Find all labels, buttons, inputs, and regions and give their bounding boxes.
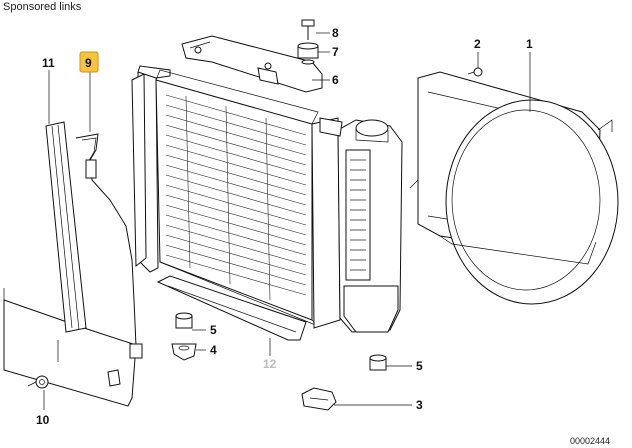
- callout-4[interactable]: 4: [210, 343, 217, 357]
- hose-line: [75, 133, 137, 347]
- radiator-core: [165, 94, 307, 301]
- rubber-buffer: [175, 312, 193, 329]
- clamp-part: [171, 343, 197, 361]
- mounting-bracket: [181, 35, 323, 93]
- leader-lines: [43, 32, 531, 410]
- fan-shroud: [409, 71, 619, 305]
- callout-12[interactable]: 12: [263, 357, 277, 371]
- callout-5-left[interactable]: 5: [210, 323, 217, 337]
- highlight-box: [79, 51, 99, 73]
- callout-6[interactable]: 6: [332, 73, 339, 87]
- screw-part: [467, 67, 483, 77]
- callout-8[interactable]: 8: [332, 26, 339, 40]
- sponsored-links-label[interactable]: Sponsored links: [3, 1, 82, 13]
- bolt-part: [27, 375, 49, 389]
- expansion-tank: [311, 117, 403, 333]
- callout-9[interactable]: 9: [85, 56, 92, 70]
- rubber-buffer: [369, 354, 387, 371]
- clip-part: [107, 343, 143, 387]
- air-duct-strip: [156, 275, 307, 341]
- callout-7[interactable]: 7: [332, 45, 339, 59]
- radiator: [131, 65, 319, 327]
- callout-1[interactable]: 1: [526, 37, 533, 51]
- callout-5-right[interactable]: 5: [416, 359, 423, 373]
- image-reference-number: 00002444: [569, 436, 610, 446]
- mounting-bolt: [301, 19, 315, 40]
- clip-bracket: [301, 387, 337, 411]
- callout-10[interactable]: 10: [36, 413, 50, 427]
- seal-strip: [45, 121, 87, 333]
- callout-3[interactable]: 3: [416, 398, 423, 412]
- rubber-mount: [297, 42, 319, 65]
- callout-11[interactable]: 11: [42, 56, 55, 70]
- callout-2[interactable]: 2: [474, 37, 481, 51]
